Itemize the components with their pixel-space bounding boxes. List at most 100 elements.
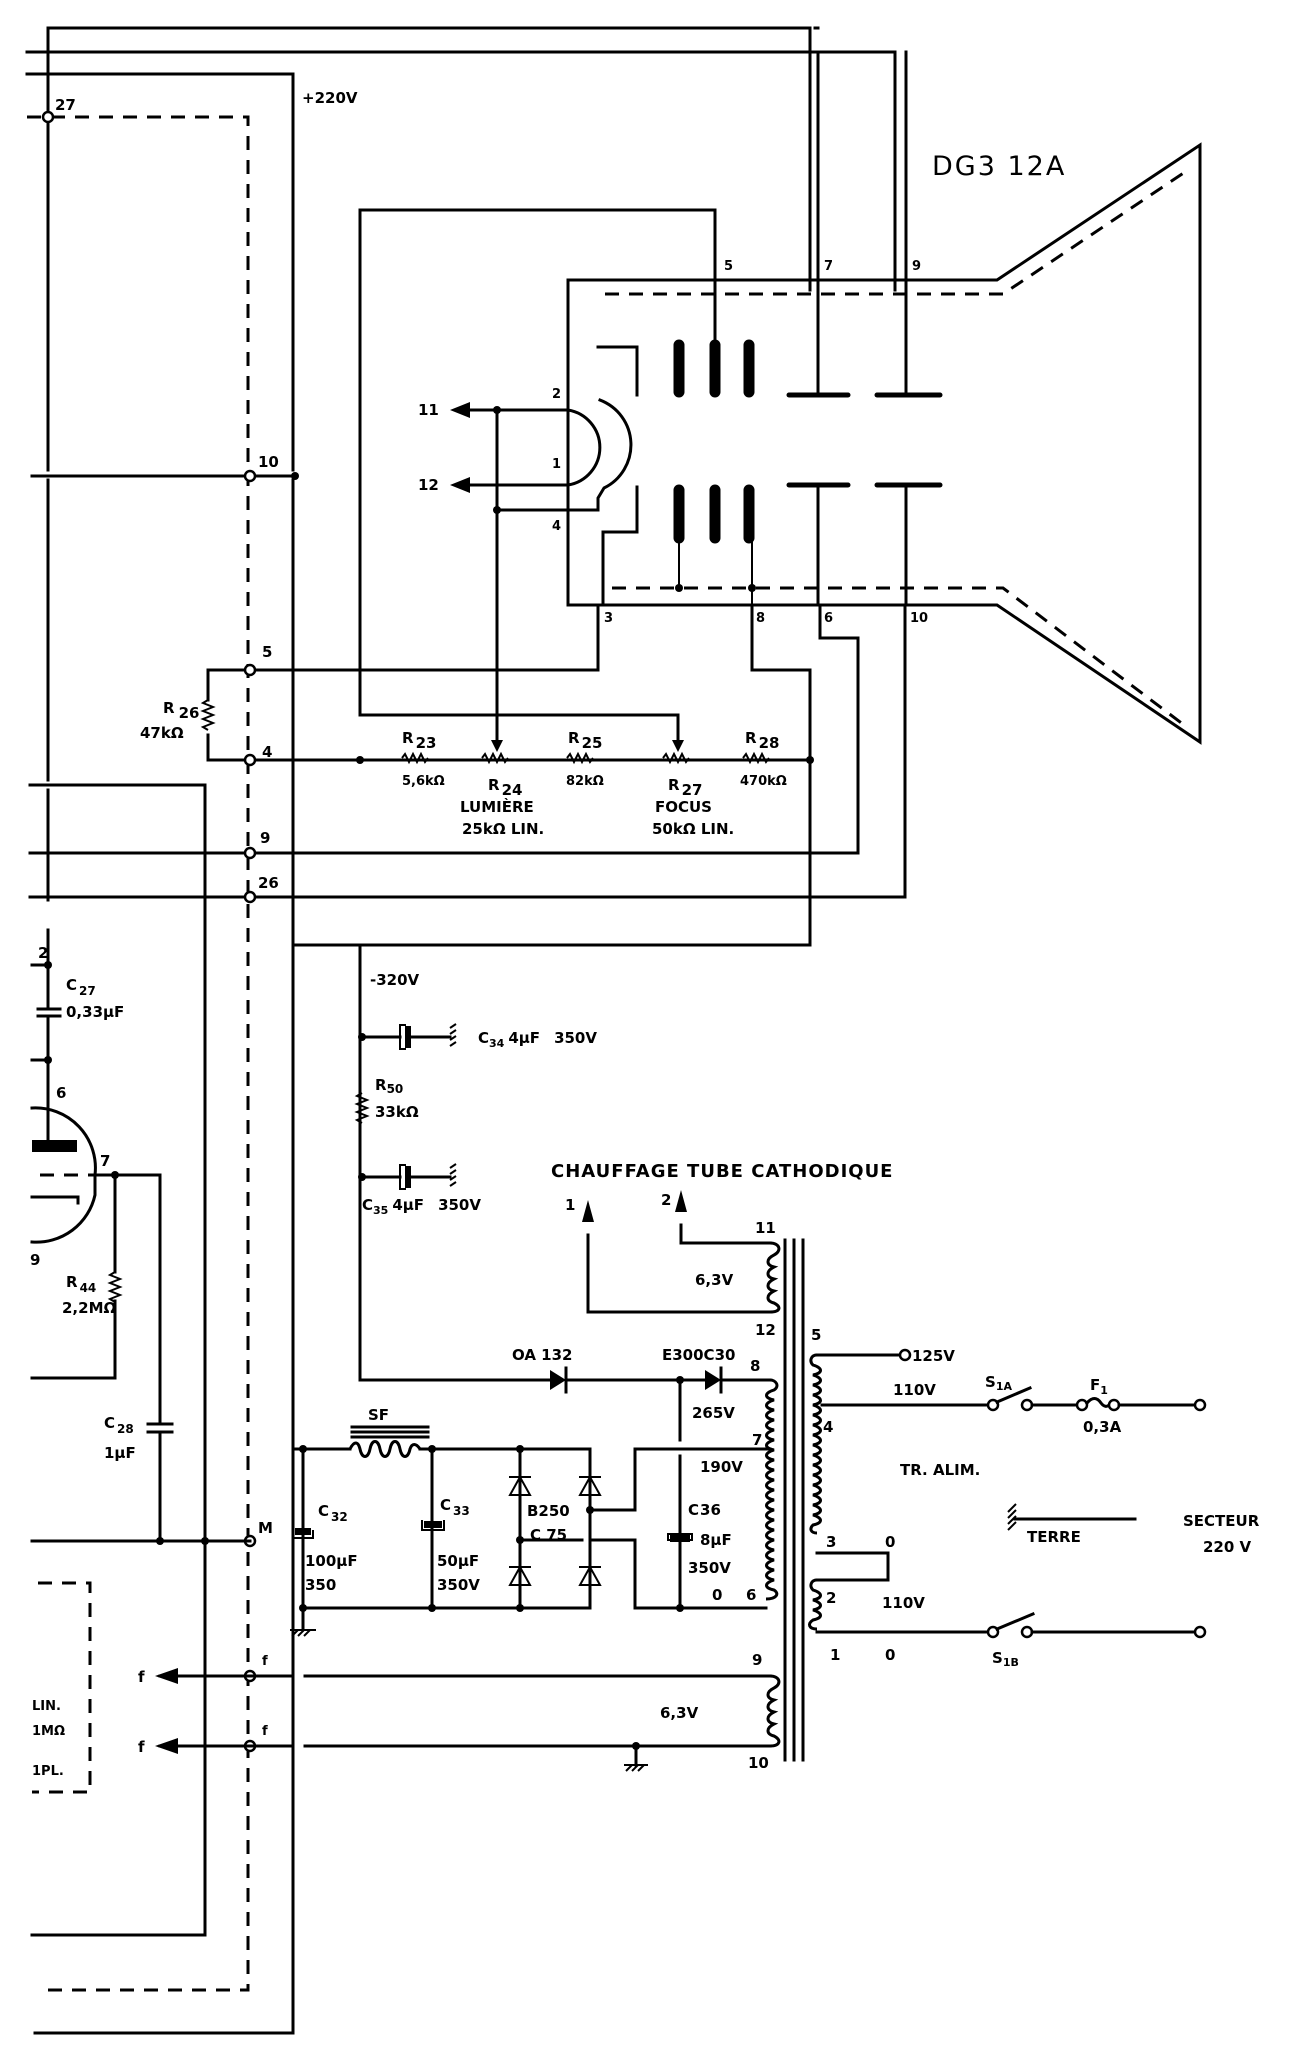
svg-text:2,2MΩ: 2,2MΩ [62, 1299, 116, 1317]
heater-terminal-lines: f f [138, 1668, 772, 1772]
svg-text:1PL.: 1PL. [32, 1764, 64, 1779]
svg-text:10: 10 [748, 1754, 769, 1772]
svg-text:C28: C28 [104, 1414, 134, 1436]
svg-text:0: 0 [885, 1533, 895, 1551]
label-secteur: SECTEUR [1183, 1512, 1260, 1530]
svg-text:4: 4 [823, 1418, 833, 1436]
svg-text:110V: 110V [893, 1381, 936, 1399]
svg-text:6,3V: 6,3V [695, 1271, 734, 1289]
svg-text:SF: SF [368, 1406, 389, 1424]
crt-tube-dg3-12a: DG3 12A [418, 50, 1202, 745]
svg-text:9: 9 [752, 1651, 762, 1669]
svg-text:50kΩ LIN.: 50kΩ LIN. [652, 820, 734, 838]
hv-rectifier-section: OA 132 E300C30 265V 8 190V 7 0 6 C36 8µF… [290, 1346, 779, 1637]
svg-text:LIN.: LIN. [32, 1699, 61, 1714]
label-terminal-f2: f [262, 1724, 268, 1739]
svg-text:R27: R27 [668, 776, 702, 799]
svg-text:7: 7 [824, 259, 833, 274]
svg-text:9: 9 [30, 1251, 40, 1269]
terminal-10 [243, 469, 257, 483]
svg-text:1: 1 [552, 457, 561, 472]
svg-text:265V: 265V [692, 1404, 735, 1422]
svg-text:7: 7 [752, 1431, 762, 1449]
svg-text:0: 0 [885, 1646, 895, 1664]
heater-section-title: CHAUFFAGE TUBE CATHODIQUE [551, 1161, 893, 1182]
svg-text:C 75: C 75 [530, 1526, 567, 1544]
switch-s1a[interactable]: S1A [985, 1373, 1034, 1412]
svg-text:R44: R44 [66, 1273, 96, 1295]
svg-text:8: 8 [756, 611, 765, 626]
svg-text:350V: 350V [688, 1559, 731, 1577]
svg-text:B250: B250 [527, 1502, 570, 1520]
mains-input: S1A F1 0,3A S1B TERRE SECTEUR 220 V [985, 1373, 1260, 1669]
svg-text:7: 7 [100, 1152, 110, 1170]
mains-terminal-1[interactable] [1193, 1398, 1207, 1412]
svg-text:R23: R23 [402, 729, 436, 752]
svg-text:R28: R28 [745, 729, 779, 752]
label-oa132: OA 132 [512, 1346, 573, 1364]
svg-text:R26: R26 [163, 699, 199, 722]
svg-text:0,33µF: 0,33µF [66, 1003, 124, 1021]
mains-terminal-2[interactable] [1193, 1625, 1207, 1639]
label-terminal-5: 5 [262, 643, 272, 661]
svg-text:1: 1 [830, 1646, 840, 1664]
ground-terre: TERRE [1007, 1503, 1137, 1546]
terminal-4 [243, 753, 257, 767]
label-f-out-1: f [138, 1668, 145, 1686]
svg-text:C32: C32 [318, 1502, 348, 1524]
svg-text:8µF: 8µF [700, 1531, 732, 1549]
transformer-core [783, 1238, 805, 1762]
svg-text:470kΩ: 470kΩ [740, 774, 787, 789]
svg-text:5: 5 [724, 259, 733, 274]
svg-text:0,3A: 0,3A [1083, 1418, 1122, 1436]
svg-text:25kΩ LIN.: 25kΩ LIN. [462, 820, 544, 838]
svg-text:3: 3 [826, 1533, 836, 1551]
svg-text:12: 12 [755, 1321, 776, 1339]
label-mains-voltage: 220 V [1203, 1538, 1252, 1556]
svg-text:350: 350 [305, 1576, 336, 1594]
switch-s1b[interactable]: S1B [986, 1612, 1035, 1669]
svg-text:FOCUS: FOCUS [655, 798, 712, 816]
terminal-26 [243, 890, 257, 904]
svg-text:11: 11 [755, 1219, 776, 1237]
terminal-27 [41, 110, 55, 124]
svg-text:R50: R50 [375, 1076, 403, 1096]
label-terminal-10: 10 [258, 453, 279, 471]
svg-text:82kΩ: 82kΩ [566, 774, 604, 789]
filament-winding: 9 10 6,3V [660, 1651, 781, 1772]
svg-text:10: 10 [910, 611, 928, 626]
transformer-label: TR. ALIM. [900, 1461, 980, 1479]
label-terminal-9: 9 [260, 829, 270, 847]
svg-text:2: 2 [826, 1589, 836, 1607]
svg-text:2: 2 [661, 1191, 671, 1209]
label-left-2: 2 [38, 944, 48, 962]
svg-text:350V: 350V [437, 1576, 480, 1594]
terminal-9 [243, 846, 257, 860]
svg-text:-320V: -320V [370, 971, 420, 989]
svg-text:4: 4 [552, 519, 561, 534]
label-heater-out-12: 12 [418, 476, 439, 494]
svg-text:100µF: 100µF [305, 1552, 358, 1570]
svg-text:47kΩ: 47kΩ [140, 724, 184, 742]
label-f-out-2: f [138, 1738, 145, 1756]
svg-text:5,6kΩ: 5,6kΩ [402, 774, 445, 789]
svg-text:6: 6 [824, 611, 833, 626]
svg-text:8: 8 [750, 1357, 760, 1375]
bus-wires [25, 26, 907, 2035]
label-heater-out-11: 11 [418, 401, 439, 419]
resistor-r50: R50 33kΩ [354, 1076, 419, 1124]
capacitor-c36: C36 8µF 350V [667, 1501, 732, 1577]
crt-title: DG3 12A [932, 151, 1066, 182]
